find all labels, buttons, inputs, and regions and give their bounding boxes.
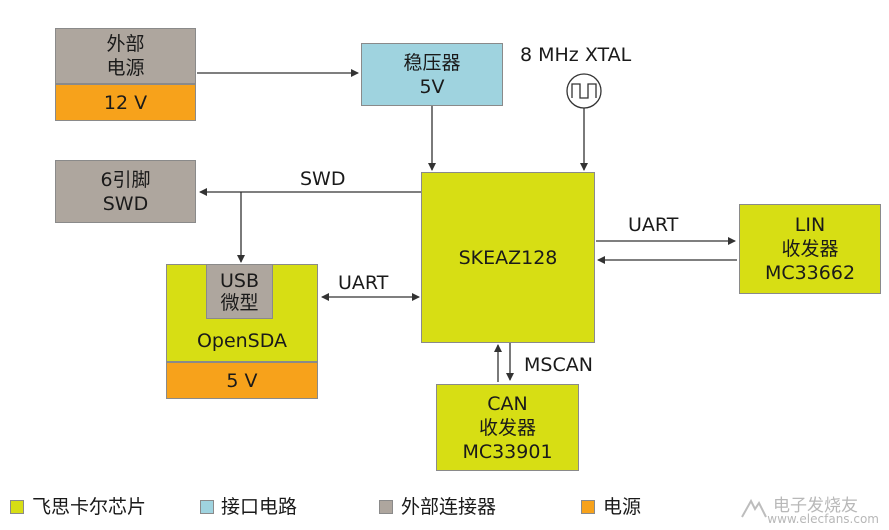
crystal-icon bbox=[566, 73, 602, 109]
external-power-voltage: 12 V bbox=[55, 84, 196, 121]
can-line2: 收发器 bbox=[478, 416, 536, 439]
watermark-text: 电子发烧友 bbox=[773, 495, 858, 516]
swd-connector-line2: SWD bbox=[102, 192, 149, 215]
swd-connector-line1: 6引脚 bbox=[100, 168, 151, 191]
lin-line2: 收发器 bbox=[781, 238, 839, 260]
legend-swatch-interface bbox=[200, 500, 214, 514]
legend-label-power: 电源 bbox=[603, 496, 642, 518]
legend-swatch-external bbox=[379, 500, 393, 514]
mcu-block: SKEAZ128 bbox=[421, 172, 595, 343]
external-power-voltage-label: 12 V bbox=[103, 91, 148, 114]
legend-label-external: 外部连接器 bbox=[401, 496, 497, 518]
legend-swatch-power bbox=[581, 500, 595, 514]
watermark: 电子发烧友 www.elecfans.com bbox=[739, 494, 879, 526]
lin-line1: LIN bbox=[794, 214, 826, 236]
opensda-label: OpenSDA bbox=[196, 330, 288, 352]
swd-connector-block: 6引脚 SWD bbox=[55, 160, 196, 223]
usb-micro-line1: USB bbox=[219, 269, 259, 292]
legend-swatch-freescale bbox=[10, 500, 24, 514]
legend-label-freescale: 飞思卡尔芯片 bbox=[32, 496, 147, 518]
can-line3: MC33901 bbox=[462, 440, 553, 463]
external-power-line1: 外部 bbox=[106, 33, 145, 55]
mscan-label: MSCAN bbox=[524, 354, 593, 376]
opensda-voltage: 5 V bbox=[166, 362, 318, 399]
uart-opensda-label: UART bbox=[338, 272, 389, 294]
regulator-line1: 稳压器 bbox=[403, 51, 461, 74]
legend-label-interface: 接口电路 bbox=[221, 496, 298, 518]
can-transceiver-block: CAN 收发器 MC33901 bbox=[436, 384, 579, 471]
can-line1: CAN bbox=[487, 392, 528, 415]
swd-connection-label: SWD bbox=[300, 168, 346, 190]
lin-line3: MC33662 bbox=[764, 262, 856, 284]
regulator-line2: 5V bbox=[419, 75, 445, 98]
lin-transceiver-block: LIN 收发器 MC33662 bbox=[739, 204, 881, 294]
watermark-url: www.elecfans.com bbox=[767, 512, 879, 526]
opensda-voltage-label: 5 V bbox=[226, 369, 258, 392]
elecfans-logo-icon bbox=[741, 498, 767, 518]
regulator-block: 稳压器 5V bbox=[361, 43, 503, 106]
external-power-line2: 电源 bbox=[106, 57, 145, 79]
mcu-label: SKEAZ128 bbox=[458, 246, 558, 269]
uart-lin-label: UART bbox=[628, 214, 679, 236]
usb-micro-line2: 微型 bbox=[220, 291, 259, 314]
usb-micro-block: USB 微型 bbox=[206, 264, 273, 319]
crystal-label: 8 MHz XTAL bbox=[520, 44, 632, 66]
external-power-block: 外部 电源 bbox=[55, 28, 196, 84]
